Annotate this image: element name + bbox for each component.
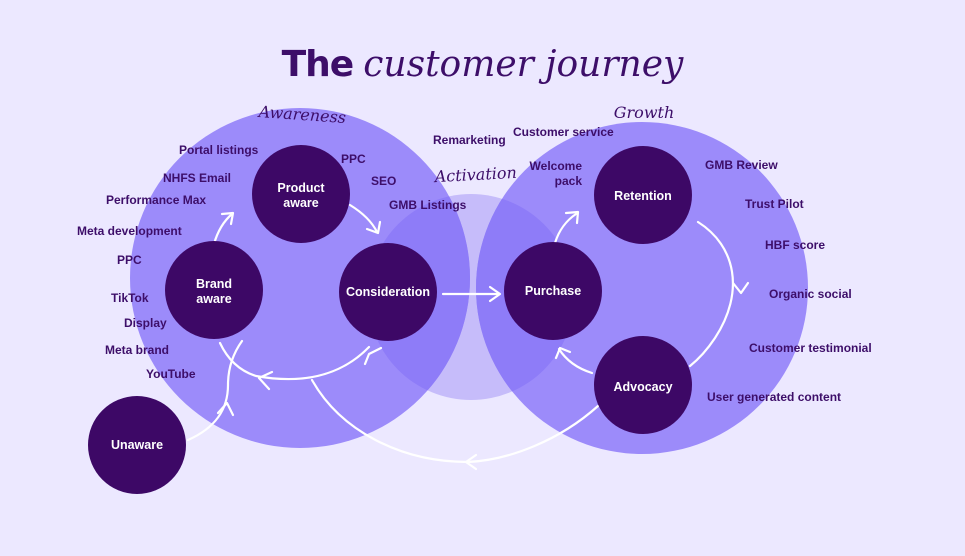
channel-gmb-review: GMB Review [705,158,778,172]
node-purchase: Purchase [504,242,602,340]
node-product-aware-label-2: aware [283,196,318,210]
channel-ppc-left: PPC [117,253,142,267]
channel-nhfs-email: NHFS Email [163,171,231,185]
arrow-brand-to-product [212,212,234,246]
arrow-retention-to-advocacy-head [731,281,750,295]
awareness-circle [130,108,470,448]
arrow-retention-to-advocacy [688,220,734,368]
node-unaware-label: Unaware [111,438,163,452]
channel-welcome-pack-1: Welcome [530,159,583,173]
channel-gmb-listings: GMB Listings [389,198,467,212]
node-purchase-label: Purchase [525,284,581,298]
title-italic: customer journey [363,44,684,85]
arrow-consideration-to-purchase-head [488,285,502,303]
node-brand-aware: Brand aware [165,241,263,339]
channel-display: Display [124,316,167,330]
channel-trust-pilot: Trust Pilot [745,197,804,211]
node-advocacy: Advocacy [594,336,692,434]
stage-label-growth: Growth [614,103,675,122]
arrow-purchase-to-retention [553,212,578,245]
flow-arrows [186,203,750,471]
arrow-consideration-to-brand [218,341,371,381]
arrow-brand-to-product-head [220,211,235,226]
arrow-consideration-to-brand-head [363,346,383,366]
node-retention: Retention [594,146,692,244]
page-title: The customer journey [0,40,965,89]
node-brand-aware-label-1: Brand [196,277,232,291]
channel-seo: SEO [371,174,396,188]
channel-youtube: YouTube [146,367,196,381]
arrow-advocacy-to-purchase-head [554,346,572,360]
channel-organic-social: Organic social [769,287,852,301]
node-consideration-label: Consideration [346,285,430,299]
channel-ppc-top: PPC [341,152,366,166]
arrow-purchase-to-retention-head [564,210,580,225]
arrow-advocacy-to-brand-loop-head [464,453,478,471]
node-retention-label: Retention [614,189,672,203]
arrow-unaware-to-brand [186,339,244,442]
title-bold: The [281,44,355,85]
node-unaware: Unaware [88,396,186,494]
node-product-aware: Product aware [252,145,350,243]
channel-performance-max: Performance Max [106,193,206,207]
arrow-consideration-to-brand-head-2 [257,370,274,391]
stage-label-activation: Activation [432,163,517,186]
node-product-aware-label-1: Product [277,181,325,195]
channel-customer-service: Customer service [513,125,614,139]
node-advocacy-label: Advocacy [613,380,672,394]
channel-hbf-score: HBF score [765,238,825,252]
node-brand-aware-label-2: aware [196,292,231,306]
growth-circle [476,122,808,454]
arrow-advocacy-to-purchase [557,347,594,375]
channel-labels: Portal listings NHFS Email Performance M… [77,125,872,404]
channel-user-generated-content: User generated content [707,390,841,404]
node-consideration: Consideration [339,243,437,341]
arrow-product-to-consideration-head [365,220,382,235]
awareness-activation-overlap [368,194,470,400]
channel-remarketing: Remarketing [433,133,506,147]
channel-customer-testimonial: Customer testimonial [749,341,872,355]
growth-activation-overlap [476,194,574,400]
channel-portal-listings: Portal listings [179,143,259,157]
channel-welcome-pack-2: pack [555,174,583,188]
arrow-unaware-to-brand-head [216,401,235,417]
arrow-product-to-consideration [348,203,379,234]
channel-meta-brand: Meta brand [105,343,169,357]
channel-tiktok: TikTok [111,291,149,305]
channel-meta-development: Meta development [77,224,182,238]
